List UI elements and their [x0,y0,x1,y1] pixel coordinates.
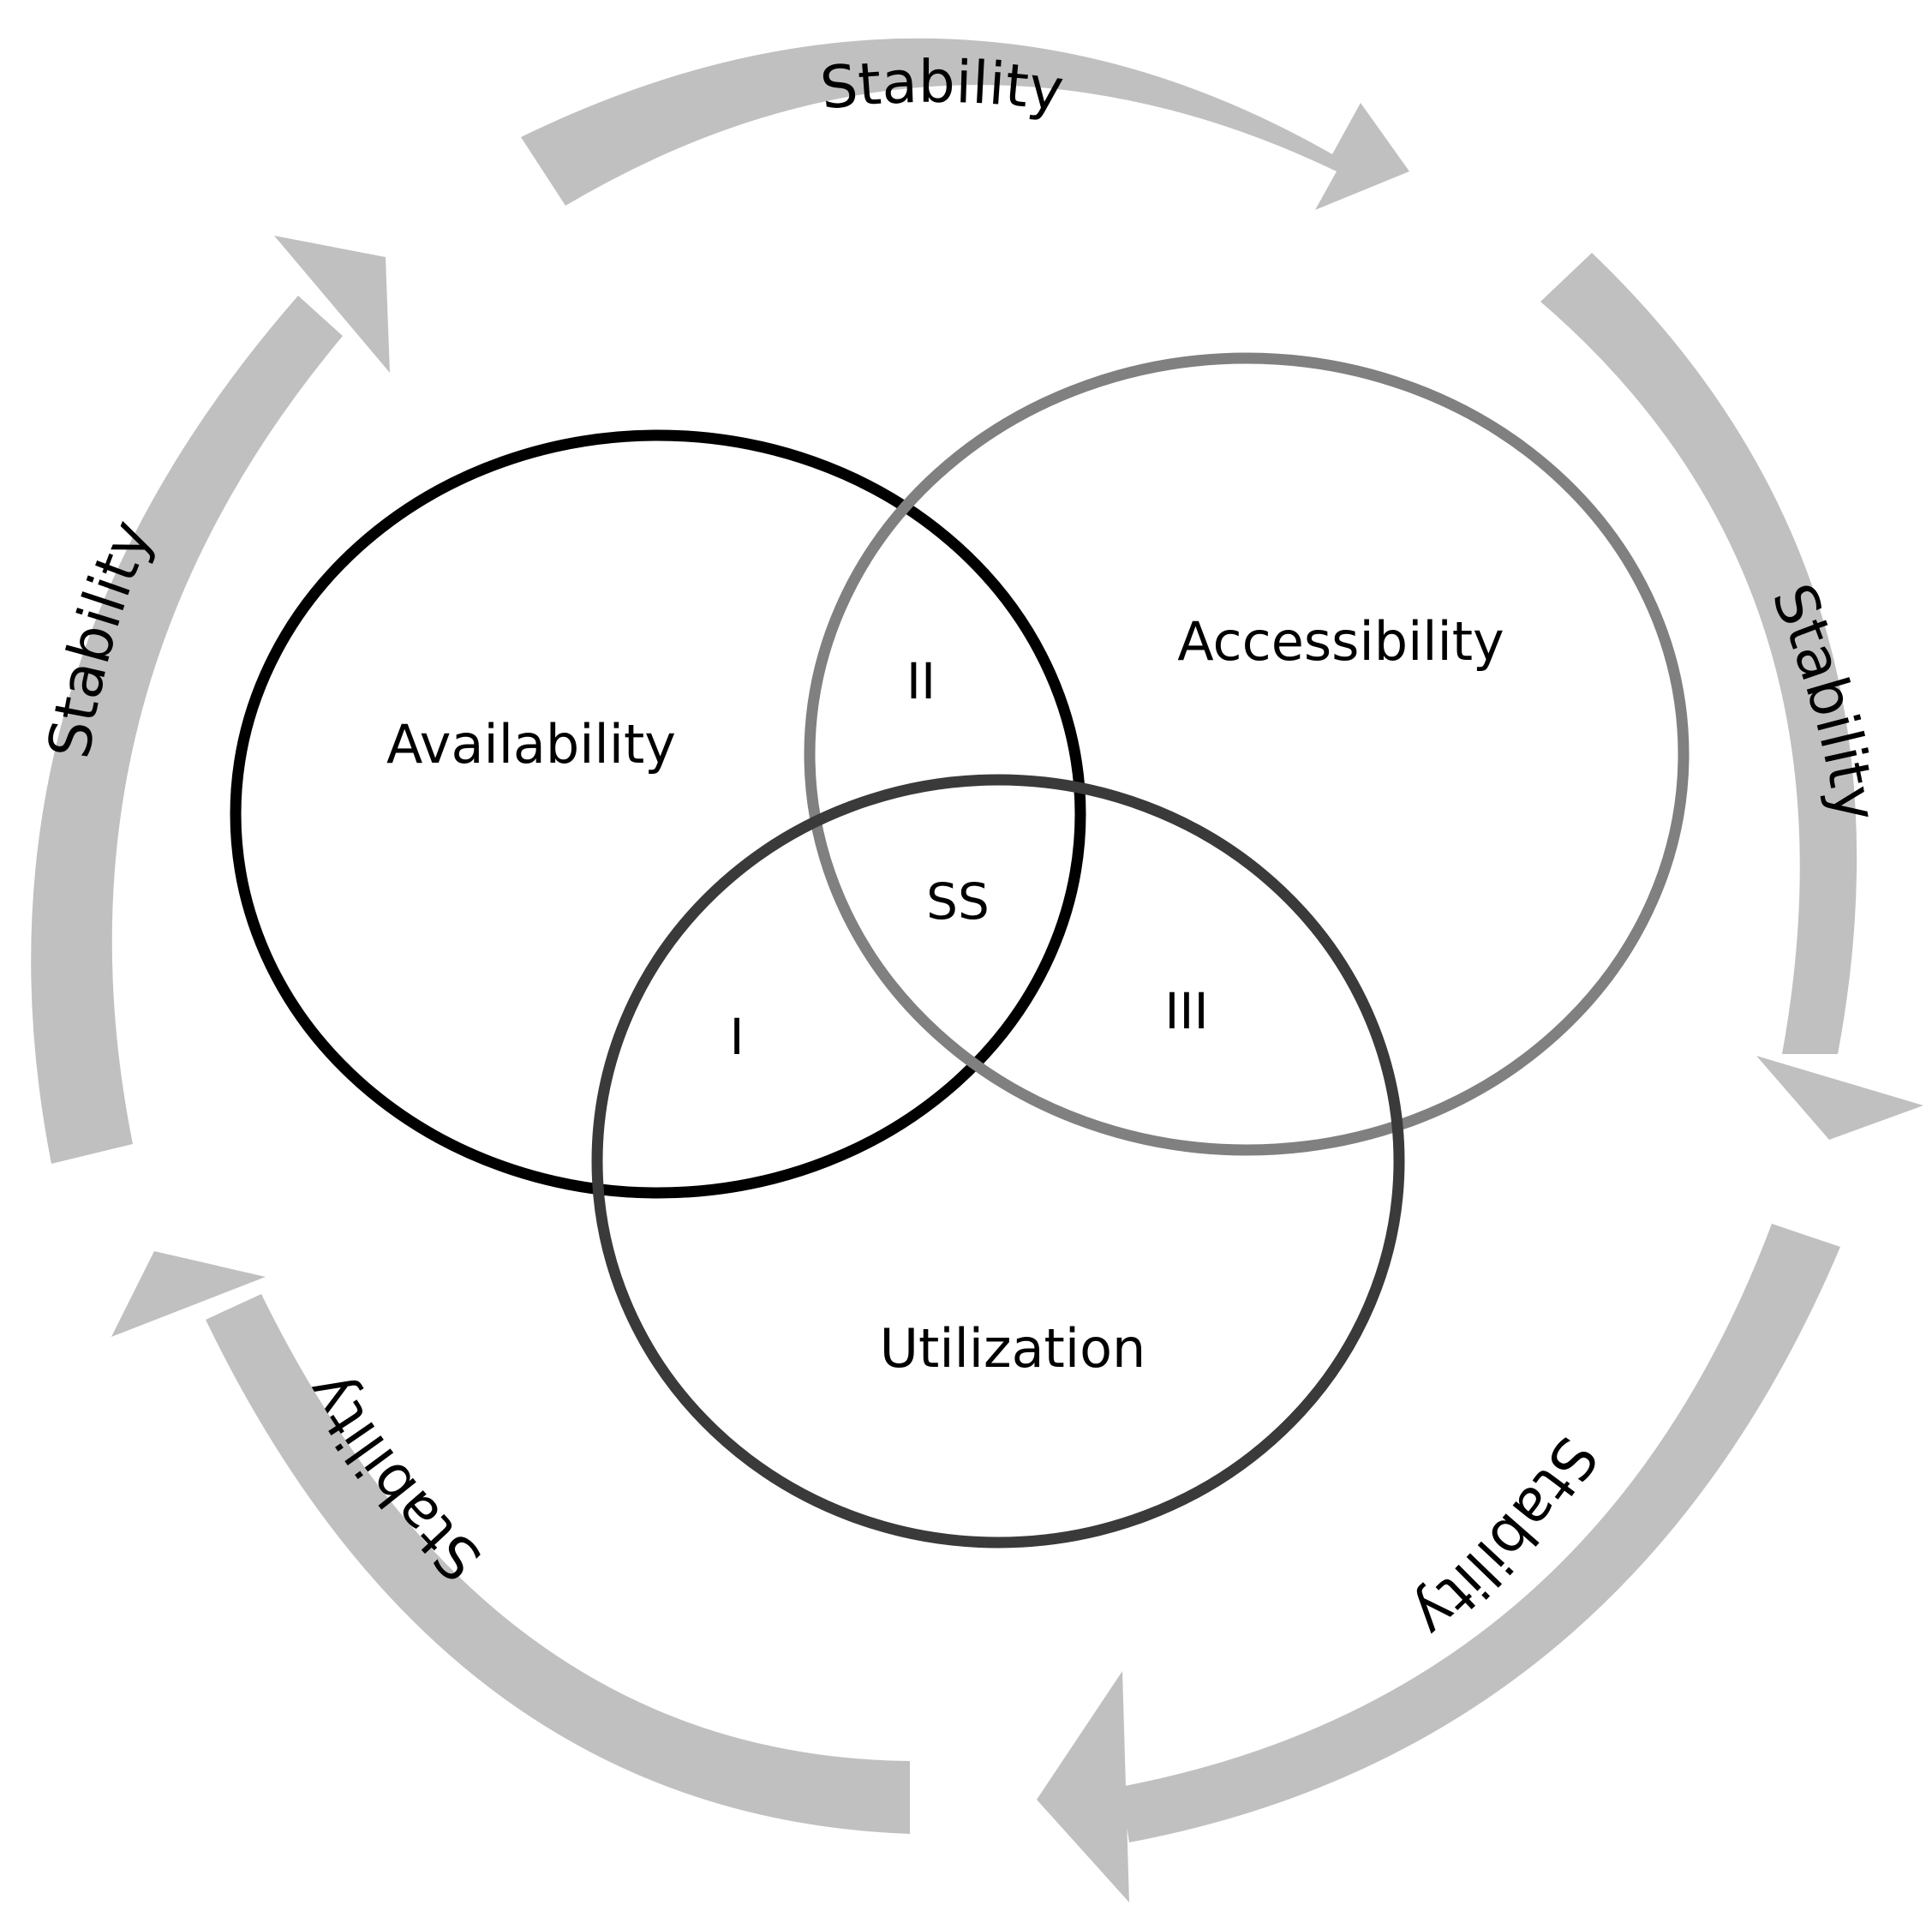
arrow-shape [206,1294,910,1834]
venn-diagram: Availability Accessibility Utilization I… [230,352,1690,1549]
region-i-label: I [729,1008,744,1066]
utilization-circle [591,774,1405,1549]
utilization-label: Utilization [880,1317,1146,1380]
arrow-shape [1121,1224,1840,1842]
arrow-head [1756,1056,1923,1140]
region-ii-label: II [906,652,936,710]
accessibility-circle [804,352,1690,1156]
arrow-head [1037,1671,1129,1902]
stability-arrow-bottom-right: Stability [1037,1224,1840,1902]
arrow-shape [521,38,1409,210]
arrow-label: Stability [817,49,1068,125]
arrow-head [274,236,390,373]
arrow-shape [1540,253,1857,1054]
stability-arrow-right: Stability [1540,253,1923,1140]
stability-arrow-top: Stability [521,38,1409,210]
svg-text:Stability: Stability [1758,575,1889,826]
region-ss-label: SS [926,872,990,931]
stability-arrow-left: Stability [31,236,390,1164]
availability-label: Availability [386,713,676,776]
arrow-label: Stability [1758,575,1889,826]
region-iii-label: III [1164,982,1208,1040]
accessibility-label: Accessibility [1177,610,1504,673]
availability-circle [230,429,1086,1199]
arrow-head [111,1251,266,1337]
arrow-shape [31,296,344,1164]
stability-arrow-bottom-left: Stability [111,1251,910,1834]
svg-text:Stability: Stability [817,49,1068,125]
stability-cycle: Stability Stability Stability Stability [31,38,1923,1902]
